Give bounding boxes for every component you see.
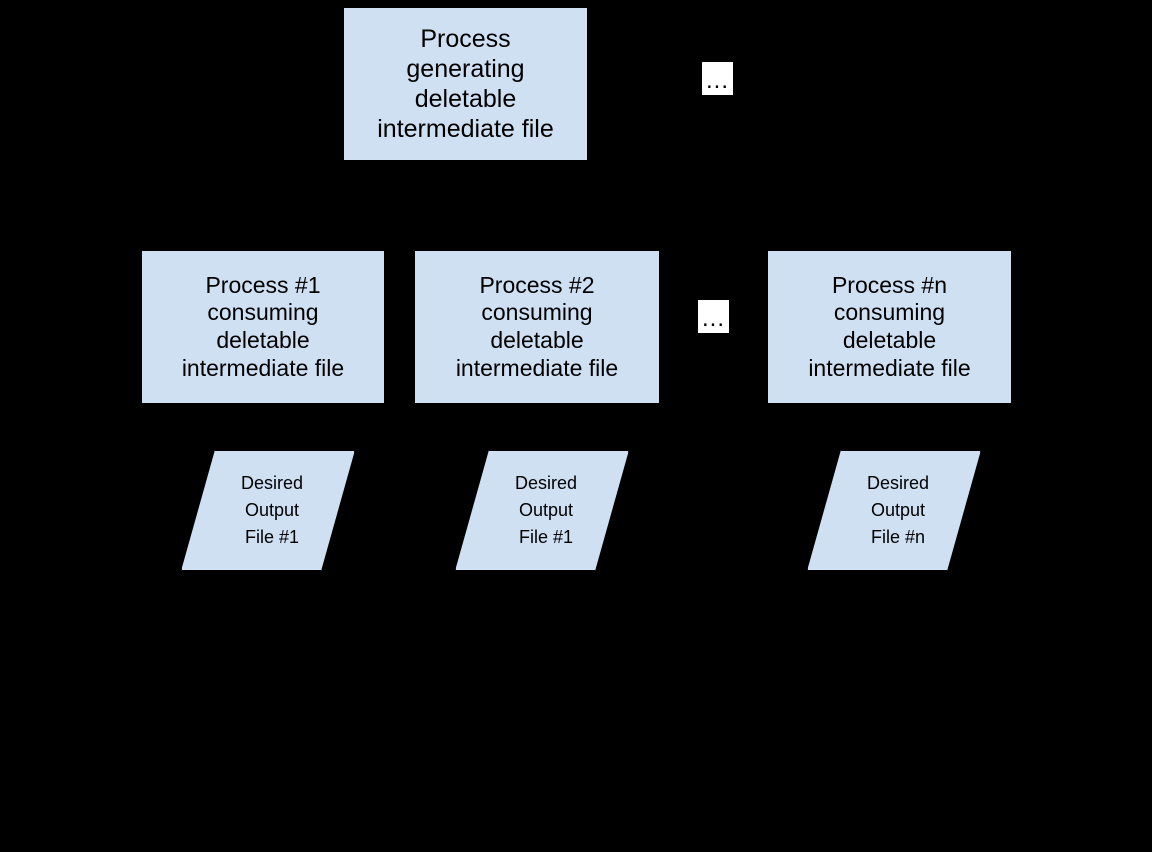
ellipsis-row-icon: ...: [698, 300, 729, 333]
process-generating-deletable-intermediate-file-node[interactable]: Process generating deletable intermediat…: [343, 7, 588, 161]
process-1-consuming-node[interactable]: Process #1 consuming deletable intermedi…: [141, 250, 385, 404]
process-n-consuming-node[interactable]: Process #n consuming deletable intermedi…: [767, 250, 1012, 404]
parallelogram-shape: [455, 450, 629, 571]
desired-output-file-2-label: Desired Output File #1: [514, 473, 578, 547]
desired-output-file-n-node[interactable]: Desired Output File #n: [807, 450, 981, 571]
parallelogram-shape: [807, 450, 981, 571]
desired-output-file-n-label: Desired Output File #n: [866, 473, 930, 547]
process-2-consuming-node[interactable]: Process #2 consuming deletable intermedi…: [414, 250, 660, 404]
desired-output-file-1-label: Desired Output File #1: [240, 473, 304, 547]
desired-output-file-2-node[interactable]: Desired Output File #1: [455, 450, 629, 571]
ellipsis-top-icon: ...: [702, 62, 733, 95]
parallelogram-shape: [181, 450, 355, 571]
desired-output-file-1-node[interactable]: Desired Output File #1: [181, 450, 355, 571]
